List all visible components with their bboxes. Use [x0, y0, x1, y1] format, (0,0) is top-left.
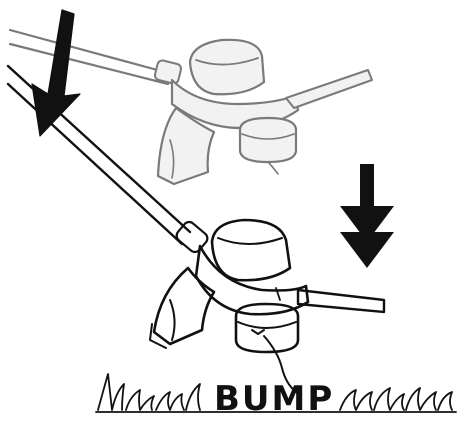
trimmer-raised-ghost — [8, 28, 373, 186]
down-arrow-icon — [31, 9, 81, 137]
bump-label: BUMP — [214, 379, 334, 419]
down-arrow-icon — [340, 164, 394, 268]
grass — [95, 373, 457, 413]
